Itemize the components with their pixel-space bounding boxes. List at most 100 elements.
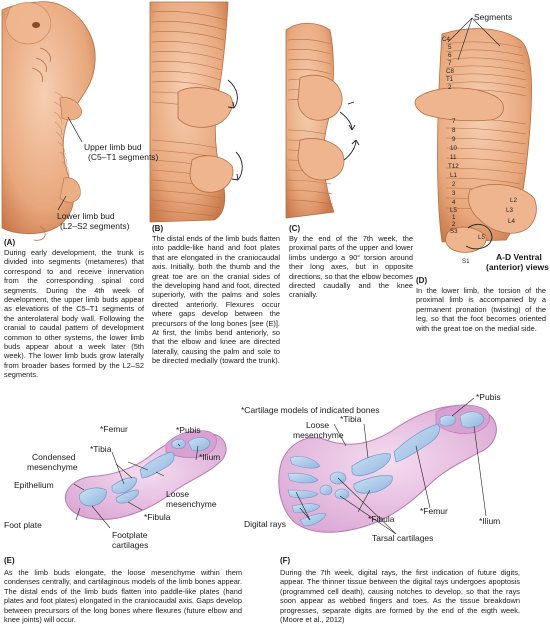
panel-f-letter: (F)	[280, 556, 291, 565]
panel-e-epithelium-label: Epithelium	[14, 480, 54, 490]
panel-f-note: *Cartilage models of indicated bones	[241, 405, 380, 415]
panel-d-segment-l3: L3	[506, 207, 513, 214]
panel-e-limb	[64, 430, 227, 529]
panel-d-caption: In the lower limb, the torsion of the pr…	[416, 286, 546, 333]
panel-f-loose-label: Loose	[306, 420, 330, 430]
panel-a-lower-leader	[57, 195, 67, 211]
panel-b-letter: (B)	[152, 224, 164, 233]
panel-d-segment-4: 4	[452, 199, 456, 206]
panel-d-segment-5: 5	[448, 44, 452, 51]
panel-d-segment-l2: L2	[510, 197, 517, 204]
panel-a-upper-limb-bud	[59, 97, 83, 121]
panel-f-tibia	[351, 453, 391, 477]
panel-d-segment-c8: C8	[446, 68, 454, 75]
panel-f-loose-sub: mesenchyme	[293, 430, 344, 440]
panel-d-segment-10: 10	[450, 145, 457, 152]
panel-a-letter: (A)	[4, 238, 16, 247]
panel-e-ilium-label: *Ilium	[199, 452, 221, 462]
panel-f-tibia-label: *Tibia	[340, 414, 362, 424]
panel-d-segment-l5a: L5	[450, 207, 457, 214]
panel-d-letter: (D)	[416, 276, 428, 285]
panel-b-hand-plate	[177, 87, 233, 128]
panel-d-segment-t12: T12	[448, 163, 459, 170]
panel-f-mesenchyme	[278, 405, 497, 533]
panel-c-embryo	[285, 22, 360, 219]
panel-e-footplate-cartilage	[79, 487, 107, 507]
panel-a-eye	[32, 22, 41, 28]
panel-d-segment-2a: 2	[448, 84, 452, 91]
panel-e-leaders	[73, 443, 199, 529]
panel-e-condensed-sub: mesenchyme	[27, 462, 78, 472]
panel-e-condensed-label: Condensed	[32, 452, 76, 462]
panel-d-segment-7b: 7	[452, 118, 456, 125]
panel-d-lower-limb	[468, 184, 537, 234]
panel-d-segment-9: 9	[452, 136, 456, 143]
panel-d-views-label: A-D Ventral	[496, 252, 542, 262]
panel-d-segment-l1: L1	[450, 172, 457, 179]
panel-d-segment-s3: S3	[450, 228, 458, 235]
panel-b-caption: The distal ends of the limb buds flatten…	[152, 234, 280, 366]
panel-f-fibula	[353, 475, 393, 494]
panel-a-caption: During early development, the trunk is d…	[4, 248, 144, 380]
panel-d-views-sub: (anterior) views	[486, 262, 549, 272]
panel-d-segment-l5b: L5	[478, 234, 485, 241]
panel-f-fibula-label: *Fibula	[368, 514, 395, 524]
panel-f-pubis	[439, 414, 457, 427]
panel-d-segment-2c: 2	[452, 221, 456, 228]
panel-e-footplate-cartilages-label: Footplate	[112, 530, 148, 540]
panel-f-ilium-label: *Ilium	[479, 516, 501, 526]
panel-a-embryo	[1, 1, 96, 241]
panel-b-foot-plate	[189, 155, 234, 193]
panel-d-rotation-arrow	[465, 224, 493, 250]
panel-a-upper-limb-segments: (C5–T1 segments)	[88, 152, 159, 162]
panel-d-segment-7a: 7	[448, 60, 452, 67]
panel-a-head	[5, 2, 52, 45]
panel-e-loose-label: Loose	[166, 489, 190, 499]
panel-e-letter: (E)	[4, 556, 15, 565]
panel-f-femur-label: *Femur	[420, 506, 448, 516]
panel-a-lower-limb-label: Lower limb bud	[57, 211, 115, 221]
panel-d-segments-label: Segments	[474, 12, 513, 22]
panel-a-upper-leader	[67, 116, 83, 143]
panel-e-footplate-label: Foot plate	[4, 520, 42, 530]
panel-c-body	[285, 22, 335, 219]
panel-d-segment-3: 3	[452, 190, 456, 197]
panel-d-embryo	[414, 17, 537, 253]
panel-c-arrows	[339, 101, 360, 161]
panel-f-leaders	[295, 397, 487, 535]
panel-e-caption: As the limb buds elongate, the loose mes…	[4, 568, 242, 625]
panel-e-tibia-label: *Tibia	[90, 444, 112, 454]
panel-d-segment-6: 6	[448, 52, 452, 59]
panel-f-femur	[393, 423, 440, 463]
panel-a-pharyngeal-arches	[31, 47, 51, 83]
panel-b-segment-lines	[151, 11, 227, 217]
panel-d-segment-2b: 2	[452, 181, 456, 188]
panel-a-tail	[33, 225, 46, 241]
panel-a-upper-limb-label: Upper limb bud	[84, 142, 142, 152]
panel-d-segment-leaders	[447, 17, 501, 61]
panel-a-embryo-body	[1, 1, 96, 235]
panel-c-lower-limb	[297, 138, 345, 181]
panel-e-tibia	[111, 477, 137, 494]
panel-d-segment-s1: S1	[462, 258, 470, 265]
panel-e-ilium	[187, 437, 211, 452]
panel-e-footplate-cartilages-sub: cartilages	[112, 540, 149, 550]
panel-d-segment-c4: C4	[442, 36, 450, 43]
panel-e-fibula	[115, 489, 139, 504]
panel-d-segment-8: 8	[452, 127, 456, 134]
panel-d-segment-l4: L4	[508, 218, 515, 225]
panel-f-tarsal-label: Tarsal cartilages	[372, 533, 434, 543]
panel-c-upper-limb	[297, 74, 343, 121]
panel-f-caption: During the 7th week, digital rays, the f…	[280, 568, 520, 625]
panel-c-letter: (C)	[289, 224, 301, 233]
panel-f-digital-rays	[287, 456, 327, 527]
panel-a-lower-limb-bud	[59, 177, 81, 203]
panel-e-fibula-label: *Fibula	[144, 512, 171, 522]
panel-d-segment-t1: T1	[446, 76, 454, 83]
panel-e-pubis-label: *Pubis	[176, 425, 201, 435]
panel-e-femur	[139, 451, 175, 479]
panel-e-pubis	[171, 438, 187, 450]
panel-e-femur-label: *Femur	[100, 424, 128, 434]
panel-a-lower-limb-segments: (L2–S2 segments)	[60, 221, 130, 231]
